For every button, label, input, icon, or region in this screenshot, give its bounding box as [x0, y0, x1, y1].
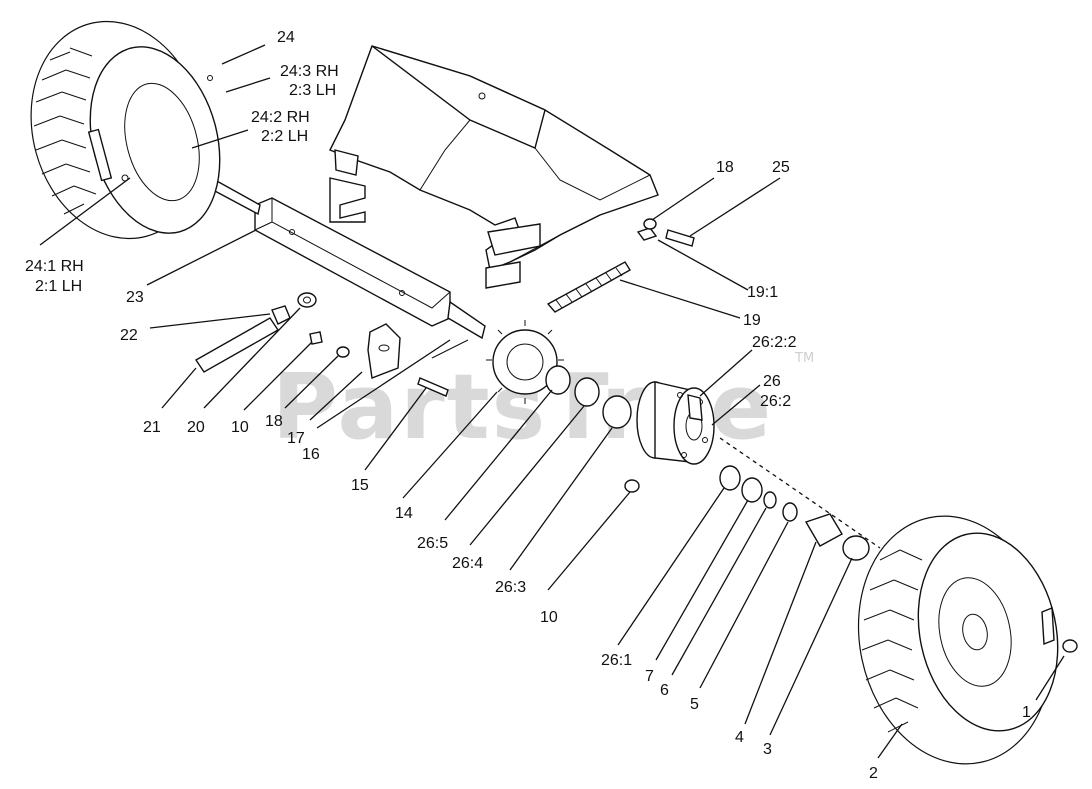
callout-26-1: 26:1 [601, 652, 632, 669]
callout-17: 17 [287, 430, 305, 447]
callout-26: 26 [763, 373, 781, 390]
callout-labels: 24 24:3 RH 2:3 LH 24:2 RH 2:2 LH 24:1 RH… [25, 29, 1031, 782]
callout-22: 22 [120, 327, 138, 344]
callout-26-4: 26:4 [452, 555, 483, 572]
chain-and-pin [546, 218, 695, 313]
callout-26-5: 26:5 [417, 535, 448, 552]
callout-10-center: 10 [540, 609, 558, 626]
callout-19: 19 [743, 312, 761, 329]
axle-tube [212, 178, 486, 340]
callout-3: 3 [763, 741, 772, 758]
callout-18-right: 18 [716, 159, 734, 176]
watermark-tm: TM [794, 351, 814, 366]
callout-7: 7 [645, 668, 654, 685]
callout-21: 21 [143, 419, 161, 436]
left-hardware [195, 292, 469, 397]
callout-5: 5 [690, 696, 699, 713]
callout-24-1-line2: 2:1 LH [35, 278, 82, 295]
callout-26-2-2: 26:2:2 [752, 334, 797, 351]
frame-bracket [329, 45, 659, 289]
callout-2: 2 [869, 765, 878, 782]
callout-4: 4 [735, 729, 744, 746]
callout-24-3-line1: 24:3 RH [280, 63, 339, 80]
callout-20: 20 [187, 419, 205, 436]
callout-25: 25 [772, 159, 790, 176]
callout-18-left: 18 [265, 413, 283, 430]
callout-19-1: 19:1 [747, 284, 778, 301]
callout-24-3-line2: 2:3 LH [289, 82, 336, 99]
callout-24-2-line1: 24:2 RH [251, 109, 310, 126]
right-wheel [857, 515, 1078, 765]
callout-26-3: 26:3 [495, 579, 526, 596]
callout-15: 15 [351, 477, 369, 494]
callout-16: 16 [302, 446, 320, 463]
callout-26-2: 26:2 [760, 393, 791, 410]
callout-6: 6 [660, 682, 669, 699]
callout-1: 1 [1022, 704, 1031, 721]
callout-14: 14 [395, 505, 413, 522]
leader-lines [39, 44, 1065, 759]
callout-23: 23 [126, 289, 144, 306]
callout-24: 24 [277, 29, 295, 46]
callout-10-left: 10 [231, 419, 249, 436]
left-wheel [30, 20, 221, 240]
sprocket-hub-assembly [486, 320, 881, 561]
callout-24-1-line1: 24:1 RH [25, 258, 84, 275]
callout-24-2-line2: 2:2 LH [261, 128, 308, 145]
